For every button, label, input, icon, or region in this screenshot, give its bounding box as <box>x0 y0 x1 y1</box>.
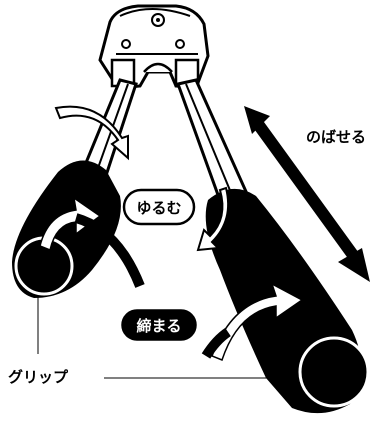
tighten-label-badge: 締まる <box>118 306 200 344</box>
extend-double-arrow <box>244 106 370 282</box>
loosen-arrow-right <box>196 186 230 252</box>
loosen-label-badge: ゆるむ <box>122 188 196 226</box>
tool-head <box>98 4 210 90</box>
right-handle-shaft <box>176 78 251 208</box>
grip-leader-lines <box>37 296 270 379</box>
tighten-label: 締まる <box>136 317 181 335</box>
extend-label: のばせる <box>306 128 366 146</box>
left-grip <box>12 160 121 298</box>
tighten-arrow-left <box>39 196 145 288</box>
loosen-label: ゆるむ <box>136 199 181 217</box>
grip-label: グリップ <box>8 368 69 386</box>
tighten-arrow-right <box>201 282 304 361</box>
loosen-arrow-left <box>54 105 129 161</box>
